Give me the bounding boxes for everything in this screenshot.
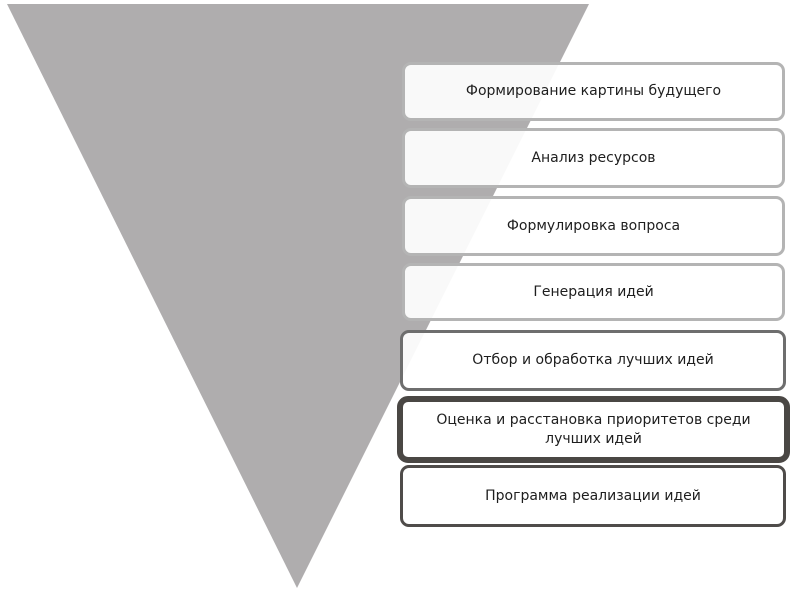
step-2-resource-analysis: Анализ ресурсов bbox=[402, 128, 785, 188]
step-label: Формулировка вопроса bbox=[506, 217, 681, 234]
step-label: Анализ ресурсов bbox=[531, 149, 656, 166]
step-label: Генерация идей bbox=[533, 283, 654, 300]
step-7-implementation-program: Программа реализации идей bbox=[400, 465, 786, 527]
step-3-question-formulation: Формулировка вопроса bbox=[402, 196, 785, 256]
step-label: Отбор и обработка лучших идей bbox=[472, 352, 714, 368]
step-5-idea-selection: Отбор и обработка лучших идей bbox=[400, 330, 786, 391]
step-6-prioritization: Оценка и расстановка приоритетов среди л… bbox=[397, 396, 790, 463]
step-label: Оценка и расстановка приоритетов среди л… bbox=[436, 411, 751, 447]
step-label: Формирование картины будущего bbox=[465, 83, 722, 99]
step-4-idea-generation: Генерация идей bbox=[402, 263, 785, 321]
step-label: Программа реализации идей bbox=[485, 487, 701, 504]
step-1-future-picture: Формирование картины будущего bbox=[402, 62, 785, 121]
